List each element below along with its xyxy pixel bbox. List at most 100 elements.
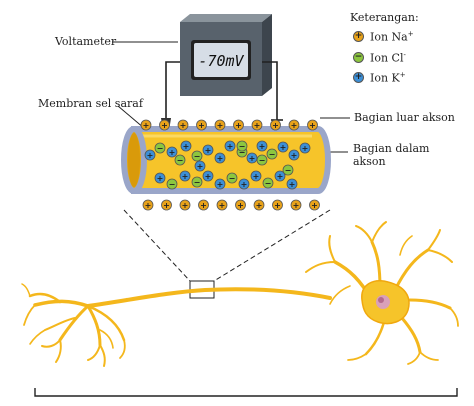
sodium-ion: + [214,119,226,131]
legend-label-cl: Ion Cl [370,51,404,65]
sodium-ion-icon: + [353,31,364,42]
sodium-ion: + [196,119,207,131]
potassium-ion: + [154,172,166,184]
svg-text:+: + [161,121,168,130]
svg-text:+: + [254,121,261,130]
svg-text:+: + [311,201,318,210]
chloride-ion: − [191,150,203,162]
svg-text:−: − [177,156,184,165]
svg-text:+: + [302,144,309,153]
chloride-ion: − [166,178,178,190]
neuron-bracket [34,388,458,397]
sodium-ion: + [309,199,320,211]
legend-label-k: Ion K [370,71,400,85]
svg-text:+: + [217,154,224,163]
chloride-ion: − [191,176,203,188]
svg-text:+: + [249,154,256,163]
svg-text:−: − [269,150,276,159]
svg-text:+: + [180,121,187,130]
legend-charge-na: + [407,30,414,38]
svg-text:+: + [157,174,164,183]
svg-text:+: + [200,201,207,210]
sodium-ion: + [216,199,228,211]
potassium-ion: + [166,146,178,158]
legend-charge-cl: - [403,51,406,59]
svg-text:+: + [241,180,248,189]
svg-text:+: + [145,201,152,210]
svg-text:−: − [239,142,246,151]
chloride-ion: − [236,140,248,152]
sodium-ion: + [290,199,302,211]
ions-outside-membrane: + + + + + + + + + + + + + + + + + + + + [140,119,320,211]
potassium-ion: + [246,152,258,164]
svg-text:−: − [265,179,272,188]
svg-text:−: − [194,152,201,161]
potassium-ion: + [202,144,214,156]
potassium-ion: + [202,170,214,182]
ions-inside-axon: +−++−+++−++−+++−−−+−+−++−++−+++− [144,140,311,190]
potassium-ion: + [180,140,192,152]
meter-readout: -70mV [198,52,244,70]
svg-text:+: + [197,162,204,171]
potassium-ion-icon: + [353,72,364,83]
potassium-ion: + [256,140,268,152]
axon-cross-section [121,126,331,194]
svg-text:+: + [182,201,189,210]
chloride-ion: − [266,148,278,160]
sodium-ion: + [140,119,152,131]
chloride-ion: − [256,154,268,166]
svg-text:−: − [157,144,164,153]
svg-text:−: − [239,148,246,157]
label-outside-axon: Bagian luar akson [354,111,455,124]
zoom-indicator [123,209,331,299]
svg-text:+: + [219,201,226,210]
svg-text:+: + [183,142,190,151]
sodium-ion: + [198,199,209,211]
potassium-ion: + [238,178,250,190]
svg-text:+: + [253,172,260,181]
svg-text:−: − [194,178,201,187]
potassium-ion: + [277,141,289,153]
svg-text:+: + [217,121,224,130]
legend-title: Keterangan: [350,11,419,24]
svg-text:+: + [143,121,150,130]
svg-text:+: + [237,201,244,210]
sodium-ion: + [177,119,189,131]
svg-text:+: + [169,148,176,157]
svg-text:+: + [205,172,212,181]
potassium-ion: + [179,170,191,182]
svg-text:+: + [217,180,224,189]
svg-text:+: + [256,201,263,210]
svg-text:+: + [272,121,279,130]
svg-text:+: + [198,121,205,130]
svg-text:−: − [285,166,292,175]
chloride-ion: − [154,142,166,154]
sodium-ion: + [253,199,265,211]
sodium-ion: + [270,119,281,131]
svg-text:+: + [205,146,212,155]
potassium-ion: + [274,170,286,182]
svg-text:−: − [169,180,176,189]
potassium-ion: + [288,149,300,161]
sodium-ion: + [272,199,283,211]
potassium-ion: + [299,142,311,154]
svg-text:+: + [182,172,189,181]
legend-charge-k: + [399,71,406,79]
svg-text:+: + [277,172,284,181]
chloride-ion: − [262,177,274,189]
svg-text:−: − [259,156,266,165]
legend-label-na: Ion Na [370,30,408,44]
svg-text:+: + [291,121,298,130]
svg-text:+: + [235,121,242,130]
label-inside-axon-line1: Bagian dalam [353,142,430,155]
svg-text:+: + [227,142,234,151]
potassium-ion: + [286,178,298,190]
chloride-ion: − [282,164,294,176]
voltmeter-icon [180,14,272,96]
svg-text:+: + [259,142,266,151]
chloride-ion: − [174,154,186,166]
chloride-ion-icon: − [353,52,364,63]
chloride-ion: − [226,172,238,184]
svg-text:+: + [147,151,154,160]
